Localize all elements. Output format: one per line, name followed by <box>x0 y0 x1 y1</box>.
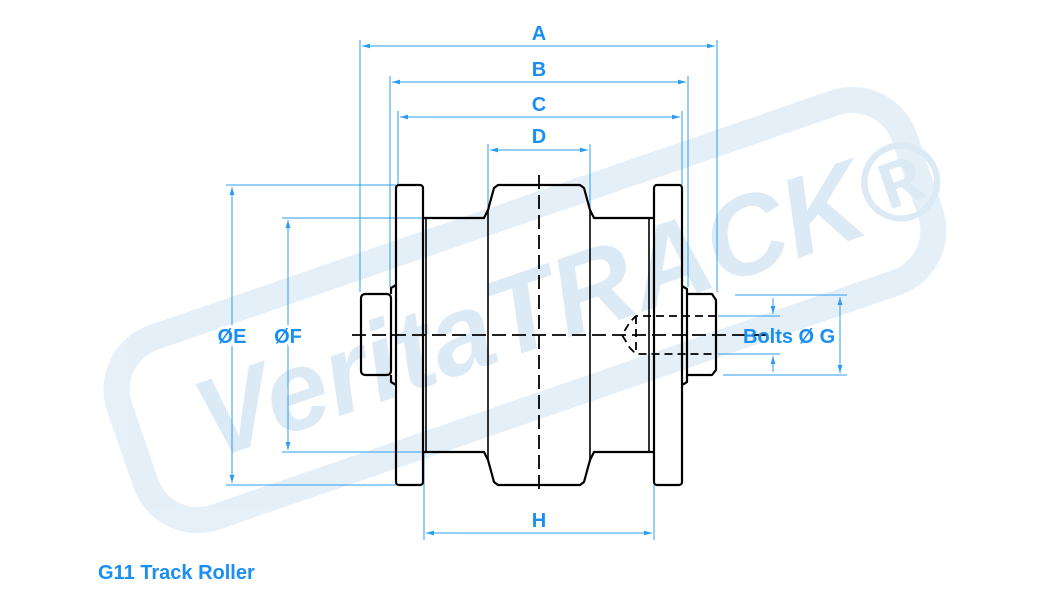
label-g: Bolts Ø G <box>743 326 835 348</box>
dimension-a <box>359 40 718 292</box>
dimension-g <box>718 294 847 376</box>
label-a: A <box>532 23 546 45</box>
page-title: G11 Track Roller <box>98 562 255 584</box>
label-d: D <box>532 126 546 148</box>
label-e: ØE <box>218 326 247 348</box>
dimension-d <box>487 144 591 218</box>
roller-body <box>352 175 772 493</box>
dimension-c <box>397 111 683 185</box>
dimension-b <box>389 76 689 287</box>
label-c: C <box>532 94 546 116</box>
dimension-e <box>226 184 396 486</box>
dimension-f <box>282 217 426 453</box>
label-b: B <box>532 59 546 81</box>
label-h: H <box>532 510 546 532</box>
label-f: ØF <box>274 326 302 348</box>
